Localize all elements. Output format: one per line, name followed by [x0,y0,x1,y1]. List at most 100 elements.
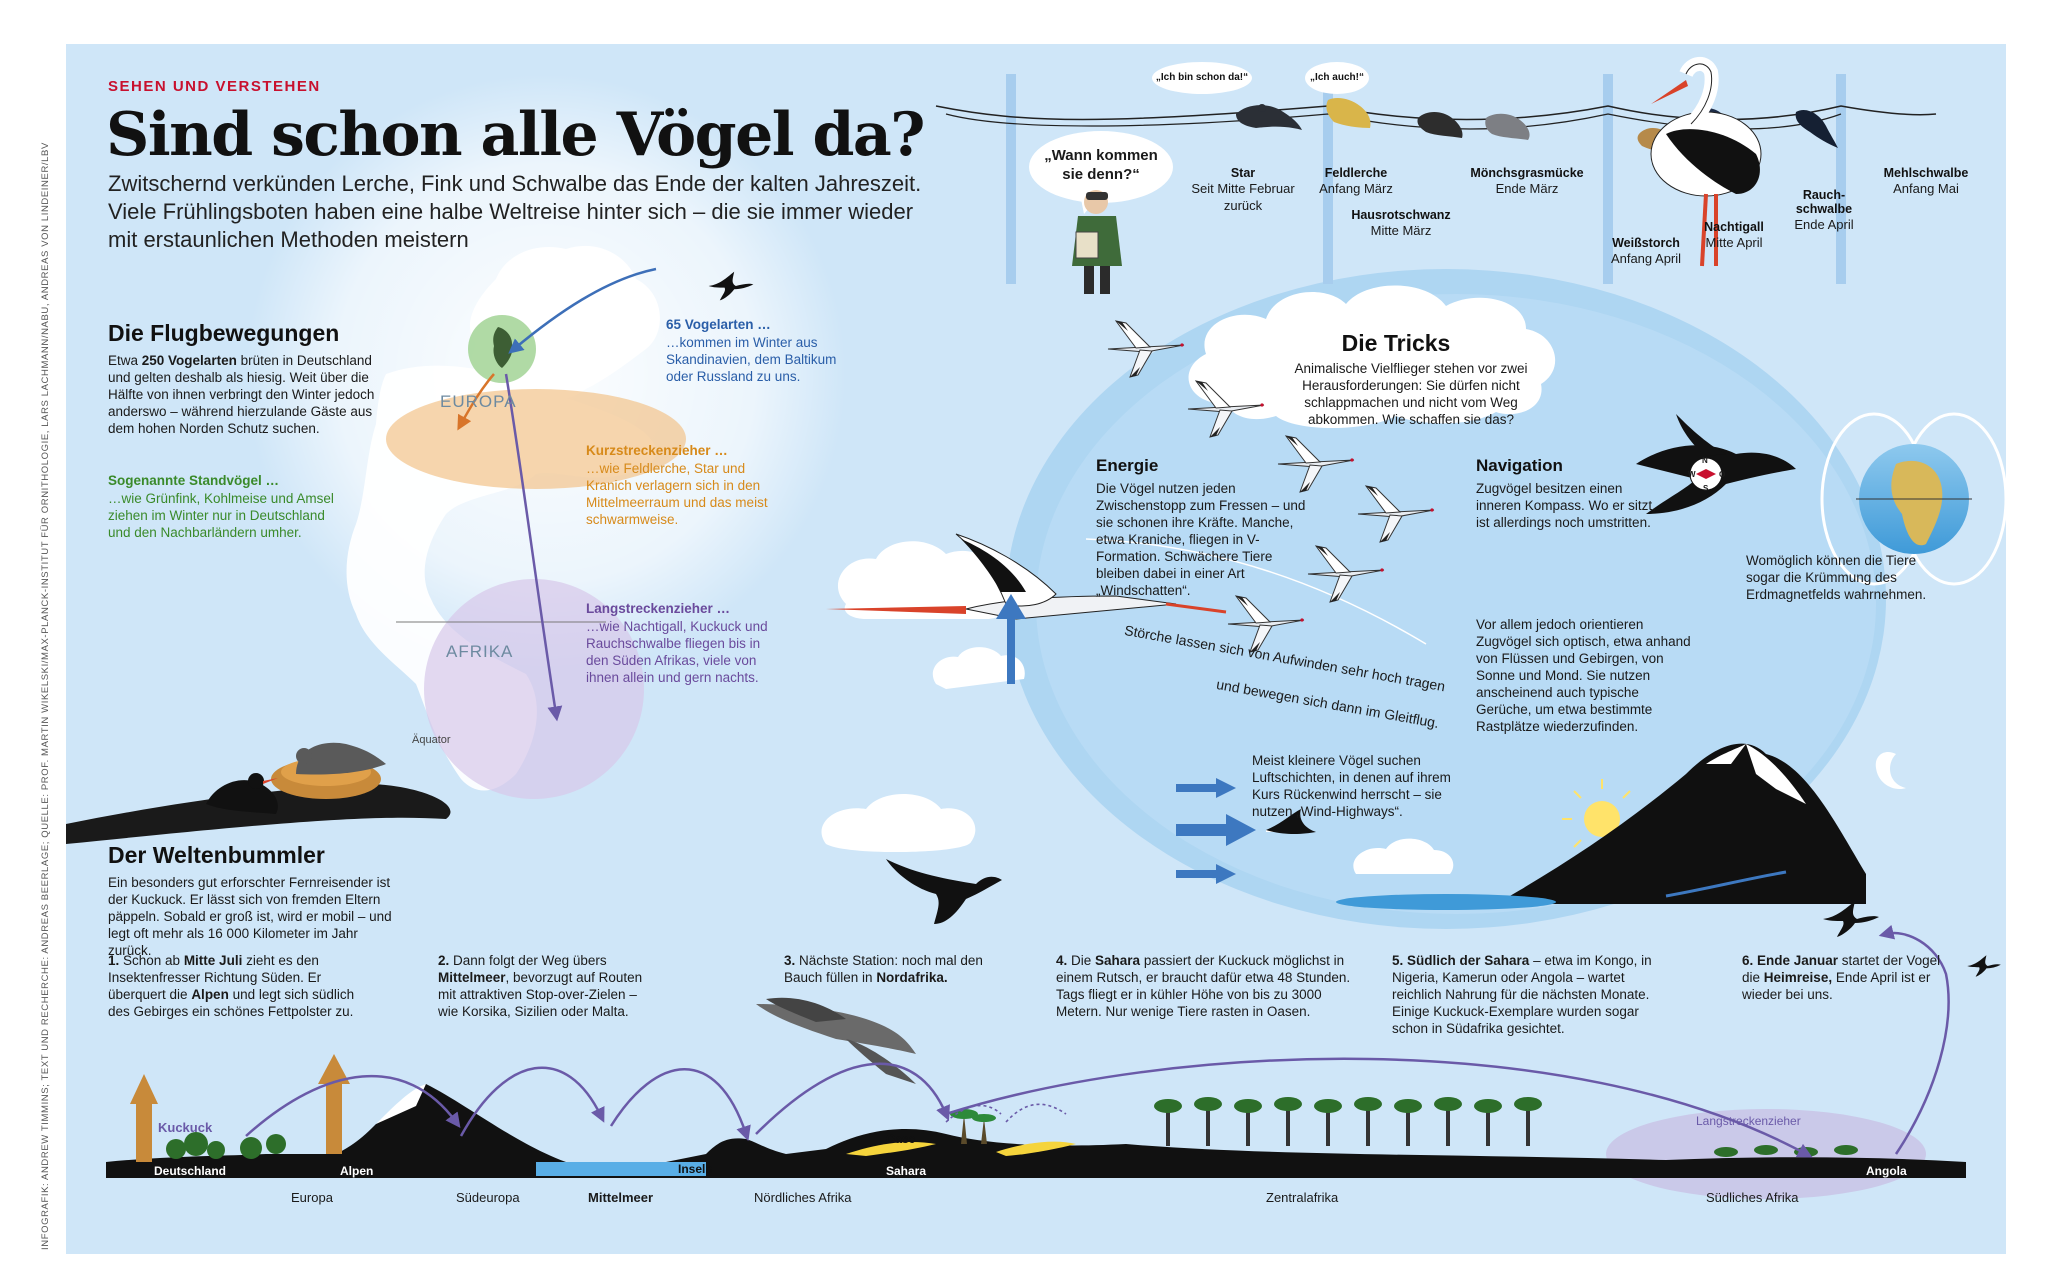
arrival-name: Rauch-schwalbe [1795,188,1853,216]
clouds [821,541,1454,874]
energy-text: Die Vögel nutzen jeden Zwischenstopp zum… [1096,481,1306,598]
step-number: 4. [1056,953,1072,968]
migration-arcs [245,924,1950,1158]
compass-east: O [1719,470,1726,479]
label-oase: Oase [886,1132,916,1146]
arrival-name: Weißstorch [1612,236,1680,250]
label-alpen: Alpen [340,1164,374,1178]
resident-text: …wie Grünfink, Kohlmeise und Amsel ziehe… [108,491,334,540]
step-text: Ende April ist er wieder bei uns. [1742,970,1931,1002]
region-suedliches-afrika: Südliches Afrika [1706,1190,1799,1205]
infographic-page: SEHEN UND VERSTEHEN Sind schon alle Vöge… [66,44,2006,1254]
migration-ground [106,1054,1966,1199]
step-text: Schon ab [123,953,184,968]
guests-title: 65 Vogelarten … [666,317,771,332]
flight-intro-bold: 250 Vogelarten [141,353,237,368]
bubble-star: „Ich bin schon da!“ [1155,72,1249,83]
optic-text: Vor allem jedoch orientieren Zugvögel si… [1476,617,1691,734]
step-number: 6. [1742,953,1758,968]
step-highlight: Südlich der Sahara [1407,953,1530,968]
label-inseln: Inseln [678,1162,713,1176]
flight-intro-post: brüten in Deutschland und gelten deshalb… [108,353,375,436]
arrival-mehlschwalbe: Mehlschwalbe Anfang Mai [1866,166,1986,197]
arrival-moenchsgrasmuecke: Mönchsgrasmücke Ende März [1452,166,1602,197]
step-number: 1. [108,953,124,968]
step-text: startet der Vogel die [1742,953,1941,985]
short-title: Kurzstreckenzieher … [586,443,728,458]
arrival-date: Mitte April [1705,235,1763,250]
arrival-name: Feldlerche [1324,166,1388,180]
arrival-name: Hausrotschwanz [1351,208,1451,222]
stork-on-wire [1650,57,1762,267]
illustration-layer [66,57,2006,1199]
label-kuckuck: Kuckuck [158,1120,213,1135]
step-number: 3. [784,953,800,968]
step-text: zieht es den Insektenfresser Richtung Sü… [108,953,322,1002]
cuckoo-flying [886,859,1002,924]
cuckoo-step-4: 4. Die Sahara passiert der Kuckuck mögli… [1056,952,1366,1020]
step-number: 5. [1392,953,1408,968]
gliding-stork [826,533,1227,684]
step-highlight: Alpen [191,987,229,1002]
map-label-equator: Äquator [412,734,451,746]
step-highlight: Ende Januar [1757,953,1839,968]
label-long-distance: Langstreckenzieher [1696,1114,1801,1128]
cuckoo-nest-scene [66,742,451,844]
flight-intro-pre: Etwa [108,353,139,368]
world-map [246,74,846,799]
bird-watcher [1029,131,1173,294]
navigation-title: Navigation [1476,456,1563,475]
arrival-date: Anfang März [1319,181,1393,196]
resident-title: Sogenannte Standvögel … [108,473,280,488]
step-highlight: Nordafrika. [876,970,948,985]
compass-south: S [1703,484,1709,493]
arrival-feldlerche: Feldlerche Anfang März [1301,166,1411,197]
step-number: 2. [438,953,454,968]
magnetic-globe [1820,412,2006,586]
cuckoo-step-6: 6. Ende Januar startet der Vogel die Hei… [1742,952,1952,1003]
region-mittelmeer: Mittelmeer [588,1190,654,1205]
region-zentralafrika: Zentralafrika [1266,1190,1339,1205]
cuckoo-title: Der Weltenbummler [108,842,325,868]
tricks-title: Die Tricks [1341,330,1451,356]
cuckoo-step-1: 1. Schon ab Mitte Juli zieht es den Inse… [108,952,368,1020]
magnetic-text: Womöglich können die Tiere sogar die Krü… [1746,553,1927,602]
arrival-name: Mehlschwalbe [1883,166,1969,180]
step-text: , bevorzugt auf Routen mit attraktiven S… [438,970,643,1019]
arrival-date: Mitte März [1370,223,1432,238]
bird-speech-bubbles [1152,62,1369,94]
page-title: Sind schon alle Vögel da? [106,100,925,170]
arrival-nachtigall: Nachtigall Mitte April [1684,220,1784,251]
map-label-europe: EUROPA [440,392,517,411]
cuckoo-step-3: 3. Nächste Station: noch mal den Bauch f… [784,952,999,986]
step-highlight: Heimreise, [1763,970,1833,985]
arrival-weissstorch: Weißstorch Anfang April [1596,236,1696,267]
arrival-name: Nachtigall [1704,220,1764,234]
compass-north: N [1702,456,1708,465]
arrival-name: Star [1230,166,1256,180]
arrival-date: Seit Mitte Februar zurück [1191,181,1295,213]
step-text: Die [1071,953,1096,968]
step-highlight: Mittelmeer [438,970,506,985]
step-highlight: Sahara [1095,953,1141,968]
region-suedeuropa: Südeuropa [456,1190,520,1205]
cuckoo-portrait [756,997,916,1084]
compass-west: W [1688,470,1696,479]
step-text: und legt sich südlich des Gebirges ein s… [108,987,355,1019]
guests-text: …kommen im Winter aus Skandinavien, dem … [666,335,837,384]
page-subtitle: Zwitschernd verkünden Lerche, Fink und S… [108,171,922,252]
energy-title: Energie [1096,456,1159,475]
label-sahara: Sahara [886,1164,927,1178]
wind-highway [1176,778,1316,884]
bubble-lark: „Ich auch!“ [1310,72,1364,83]
step-text: – etwa im Kongo, in Nigeria, Kamerun ode… [1392,953,1652,1036]
arrival-date: Ende April [1794,217,1854,232]
long-title: Langstreckenzieher … [586,601,731,616]
arrival-date: Anfang Mai [1893,181,1959,196]
map-label-africa: AFRIKA [446,642,514,661]
label-angola: Angola [1866,1164,1907,1178]
arrival-hausrotschwanz: Hausrotschwanz Mitte März [1331,208,1471,239]
tricks-intro: Animalische Vielflieger stehen vor zwei … [1294,361,1528,427]
flight-title: Die Flugbewegungen [108,320,340,346]
flight-intro: Etwa 250 Vogelarten brüten in Deutschlan… [108,352,388,437]
